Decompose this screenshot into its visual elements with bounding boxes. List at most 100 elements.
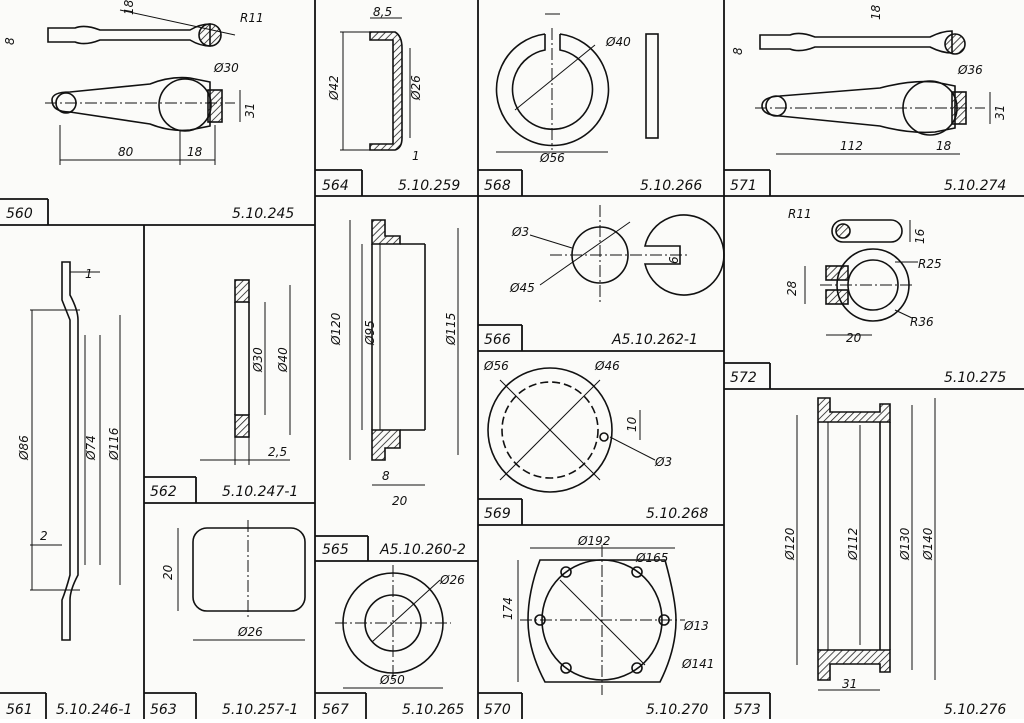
dim-563-w: Ø26 xyxy=(237,625,263,639)
panel-561 xyxy=(30,261,121,641)
panel-number: 569 xyxy=(484,506,511,522)
connecting-rod-side-view xyxy=(759,30,953,54)
connecting-rod-front-view xyxy=(761,80,956,134)
dim-572-r25: R25 xyxy=(918,257,942,271)
lever-end-circle xyxy=(835,223,851,239)
connecting-rod-side-view xyxy=(47,23,211,47)
dim-573-w: 31 xyxy=(842,677,857,691)
dim-566-d3: Ø3 xyxy=(511,225,529,239)
lever-hub-section-bottom xyxy=(825,289,849,305)
panel-number: 562 xyxy=(150,484,177,500)
bolt-hole xyxy=(560,566,572,578)
dim-565-d95: Ø95 xyxy=(363,320,377,346)
panel-number: 567 xyxy=(322,702,349,718)
tab-washer xyxy=(643,214,725,296)
ring-side-view xyxy=(645,33,659,139)
dim-571-bore: Ø36 xyxy=(957,63,983,77)
cup-section xyxy=(369,31,403,151)
dim-561-d116: Ø116 xyxy=(107,427,121,461)
panel-number: 571 xyxy=(730,178,757,194)
dim-564-d42: Ø42 xyxy=(327,75,341,101)
panel-570 xyxy=(517,545,685,695)
dim-570-d192: Ø192 xyxy=(577,534,610,548)
panel-568 xyxy=(495,13,659,153)
dim-570-h: 174 xyxy=(501,597,515,620)
panel-573 xyxy=(796,397,936,691)
gasket-outer xyxy=(527,559,677,683)
retaining-ring-outer xyxy=(487,367,613,493)
dim-561-d74: Ø74 xyxy=(84,435,98,461)
retaining-ring-inner xyxy=(501,381,599,479)
dim-560-len: 80 xyxy=(118,145,134,159)
plate-outline xyxy=(192,527,306,612)
dim-567-d26: Ø26 xyxy=(439,573,465,587)
liner-bottom-flange xyxy=(817,649,891,681)
rod-end-circle xyxy=(944,33,966,55)
dim-572-h: 28 xyxy=(785,280,799,296)
dim-573-d140: Ø140 xyxy=(921,527,935,561)
dim-570-d13: Ø13 xyxy=(683,619,709,633)
dim-560-b: 18 xyxy=(187,145,203,159)
liner-top-flange xyxy=(817,397,891,423)
panel-number: 563 xyxy=(150,702,177,718)
dim-570-d141: Ø141 xyxy=(681,657,714,671)
dim-565-d115: Ø115 xyxy=(444,313,458,346)
dim-562-d40: Ø40 xyxy=(276,347,290,373)
panel-number: 565 xyxy=(322,542,349,558)
panel-566 xyxy=(529,205,725,305)
dim-569-d56: Ø56 xyxy=(483,359,509,373)
bolt-hole xyxy=(631,566,643,578)
dim-573-d130: Ø130 xyxy=(898,527,912,561)
part-code: 5.10.276 xyxy=(944,702,1006,718)
seal-bottom-section xyxy=(234,414,250,438)
panel-number: 560 xyxy=(6,206,33,222)
dim-560-thick: 8 xyxy=(3,37,17,45)
dim-565-d120: Ø120 xyxy=(329,312,343,346)
dim-572-r: R11 xyxy=(788,207,812,221)
dim-571-len: 112 xyxy=(840,139,863,153)
panel-number: 561 xyxy=(6,702,33,718)
panel-564 xyxy=(340,17,411,151)
dim-572-w: 16 xyxy=(913,228,927,244)
part-code: 5.10.257-1 xyxy=(222,702,298,718)
dim-564-d26: Ø26 xyxy=(409,75,423,101)
dim-561-t2: 2 xyxy=(40,529,48,543)
part-code: 5.10.246-1 xyxy=(56,702,132,718)
ring-hole xyxy=(599,432,609,442)
dim-560-r: R11 xyxy=(240,11,264,25)
dim-563-h: 20 xyxy=(161,564,175,580)
dim-565-a: 8 xyxy=(382,469,390,483)
part-code: A5.10.260-2 xyxy=(379,542,466,558)
dim-567-d50: Ø50 xyxy=(379,673,405,687)
part-code: 5.10.275 xyxy=(944,370,1006,386)
seal-top-section xyxy=(234,279,250,303)
dim-570-d165: Ø165 xyxy=(635,551,668,565)
dim-573-d120: Ø120 xyxy=(783,527,797,561)
dim-572-l: 20 xyxy=(846,331,862,345)
rod-end-circle xyxy=(198,23,222,47)
dim-566-w: 6 xyxy=(667,256,681,264)
dim-569-d46: Ø46 xyxy=(594,359,620,373)
dim-560-bore: Ø30 xyxy=(213,61,239,75)
big-end-circle xyxy=(158,78,212,132)
sleeve-bottom-flange xyxy=(371,429,401,461)
part-code: 5.10.265 xyxy=(402,702,464,718)
dim-562-d30: Ø30 xyxy=(251,347,265,373)
panel-560 xyxy=(45,9,241,165)
part-code: 5.10.245 xyxy=(232,206,294,222)
dim-568-d40: Ø40 xyxy=(605,35,631,49)
panel-number: 566 xyxy=(484,332,511,348)
dim-571-rod: 18 xyxy=(869,4,883,20)
dim-572-r36: R36 xyxy=(910,315,934,329)
lever-side-view xyxy=(831,219,903,243)
panel-562 xyxy=(200,279,291,465)
dim-561-d86: Ø86 xyxy=(17,435,31,461)
dim-564-t: 1 xyxy=(412,149,420,163)
bolt-hole xyxy=(560,662,572,674)
dim-573-d112: Ø112 xyxy=(846,528,860,561)
sleeve-top-flange xyxy=(371,219,401,245)
panel-565 xyxy=(349,219,459,486)
dim-564-w: 8,5 xyxy=(373,5,392,19)
small-end-bore xyxy=(765,95,787,117)
